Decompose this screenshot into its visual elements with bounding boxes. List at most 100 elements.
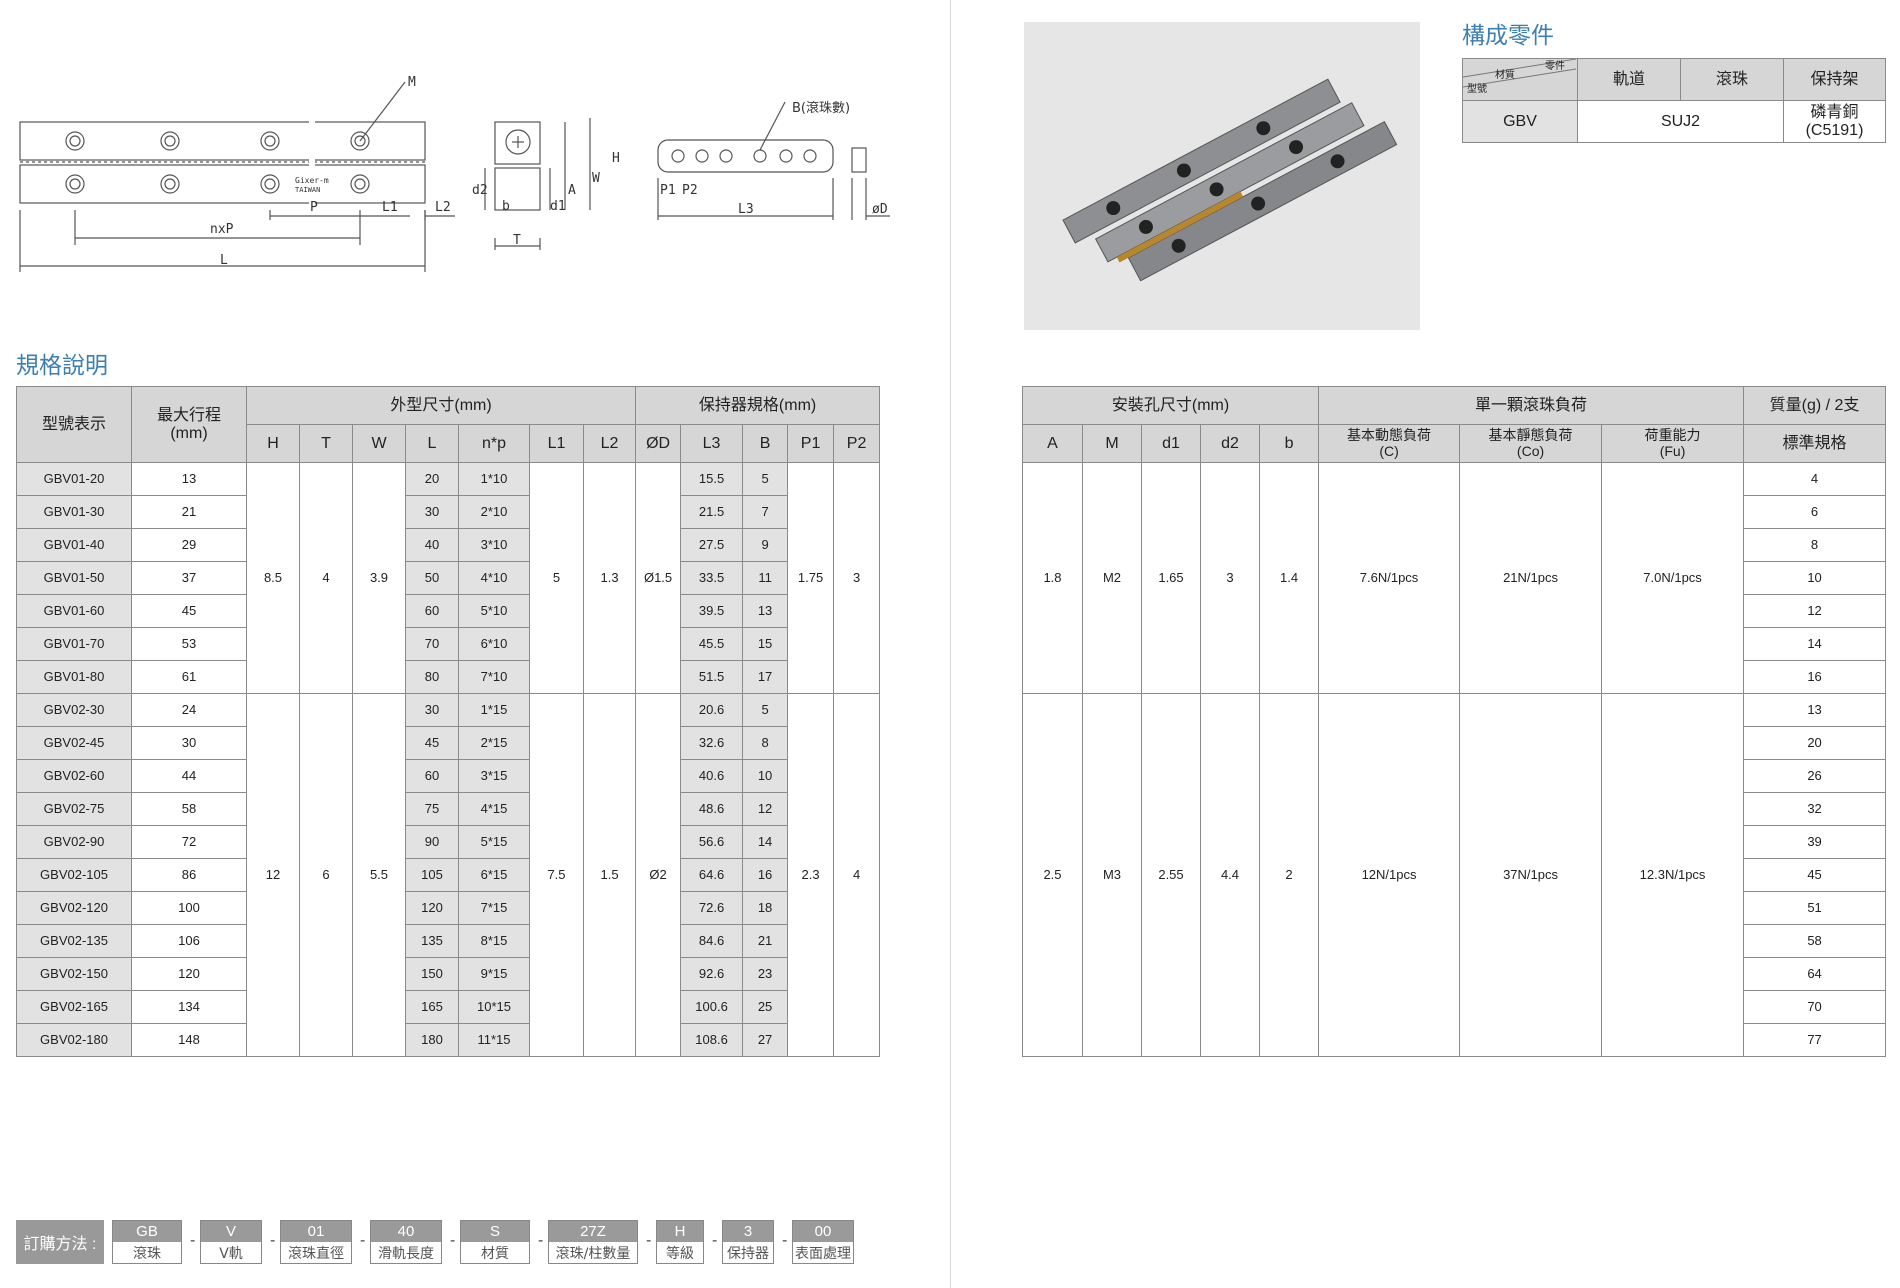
- order-method-label: 訂購方法 :: [16, 1220, 104, 1264]
- ball-count-cell: 10: [742, 759, 789, 793]
- mass-cell: 10: [1743, 561, 1887, 595]
- header-col-d2-mount: d2: [1200, 424, 1260, 463]
- mass-cell: 6: [1743, 495, 1887, 529]
- np-cell: 7*15: [458, 891, 530, 925]
- header-col-l1: L1: [529, 424, 584, 463]
- model-cell: GBV01-40: [16, 528, 132, 562]
- rail-illustration: [1062, 78, 1398, 282]
- t-cell: 4: [299, 462, 353, 694]
- length-cell: 45: [405, 726, 459, 760]
- stroke-cell: 148: [131, 1023, 247, 1057]
- l3-cell: 51.5: [680, 660, 744, 694]
- length-cell: 180: [405, 1023, 459, 1057]
- parts-table: 零件 材質 型號 軌道 滾珠 保持架 GBV SUJ2 磷青銅 (C5191): [1462, 58, 1886, 143]
- model-cell: GBV01-60: [16, 594, 132, 628]
- p1-cell: 2.3: [787, 693, 835, 1057]
- np-cell: 5*15: [458, 825, 530, 859]
- t-cell: 6: [299, 693, 353, 1057]
- model-cell: GBV02-90: [16, 825, 132, 859]
- length-cell: 105: [405, 858, 459, 892]
- mass-cell: 39: [1743, 825, 1887, 859]
- model-cell: GBV01-70: [16, 627, 132, 661]
- np-cell: 6*15: [458, 858, 530, 892]
- ball-count-cell: 18: [742, 891, 789, 925]
- np-cell: 2*15: [458, 726, 530, 760]
- order-separator: -: [712, 1232, 718, 1249]
- length-cell: 50: [405, 561, 459, 595]
- order-name: 保持器: [723, 1242, 773, 1263]
- order-separator: -: [538, 1232, 544, 1249]
- model-cell: GBV02-45: [16, 726, 132, 760]
- l3-cell: 39.5: [680, 594, 744, 628]
- stroke-cell: 72: [131, 825, 247, 859]
- label-a: A: [568, 183, 576, 198]
- brand-country: TAIWAN: [295, 186, 320, 194]
- model-cell: GBV01-80: [16, 660, 132, 694]
- order-separator: -: [782, 1232, 788, 1249]
- order-separator: -: [190, 1232, 196, 1249]
- load-d2-cell: 4.4: [1200, 693, 1260, 1057]
- label-p2: P2: [682, 183, 698, 198]
- parts-model: GBV: [1462, 100, 1578, 143]
- label-l2: L2: [435, 200, 451, 215]
- load-row: 39: [1023, 825, 1887, 859]
- l3-cell: 27.5: [680, 528, 744, 562]
- order-code: S: [461, 1221, 529, 1242]
- load-c-cell: 12N/1pcs: [1318, 693, 1461, 1057]
- model-cell: GBV02-135: [16, 924, 132, 958]
- header-col-b-mount: b: [1258, 424, 1320, 463]
- load-a-cell: 1.8: [1022, 462, 1083, 694]
- header-col-l: L: [405, 424, 459, 463]
- header-mass: 質量(g) / 2支: [1743, 386, 1887, 425]
- load-row: 10: [1023, 561, 1887, 595]
- l1-cell: 7.5: [529, 693, 584, 1057]
- label-l: L: [220, 253, 228, 268]
- order-separator: -: [270, 1232, 276, 1249]
- ball-count-cell: 16: [742, 858, 789, 892]
- np-cell: 3*10: [458, 528, 530, 562]
- stroke-cell: 58: [131, 792, 247, 826]
- label-w: W: [592, 171, 600, 186]
- stroke-cell: 45: [131, 594, 247, 628]
- load-d1-cell: 1.65: [1141, 462, 1201, 694]
- parts-header-ball: 滾珠: [1680, 58, 1784, 101]
- np-cell: 2*10: [458, 495, 530, 529]
- mass-cell: 20: [1743, 726, 1887, 760]
- model-cell: GBV02-120: [16, 891, 132, 925]
- length-cell: 165: [405, 990, 459, 1024]
- order-code: GB: [113, 1221, 181, 1242]
- l1-cell: 5: [529, 462, 584, 694]
- label-p: P: [310, 200, 318, 215]
- load-b-cell: 1.4: [1258, 462, 1320, 694]
- mass-cell: 4: [1743, 462, 1887, 496]
- l3-cell: 100.6: [680, 990, 744, 1024]
- header-col-h: H: [246, 424, 300, 463]
- ball-count-cell: 25: [742, 990, 789, 1024]
- model-cell: GBV02-30: [16, 693, 132, 727]
- model-cell: GBV02-60: [16, 759, 132, 793]
- stroke-cell: 24: [131, 693, 247, 727]
- model-cell: GBV01-30: [16, 495, 132, 529]
- np-cell: 1*15: [458, 693, 530, 727]
- ball-count-cell: 15: [742, 627, 789, 661]
- stroke-cell: 120: [131, 957, 247, 991]
- ball-count-cell: 7: [742, 495, 789, 529]
- mass-cell: 45: [1743, 858, 1887, 892]
- w-cell: 5.5: [352, 693, 406, 1057]
- header-col-d1-mount: d1: [1141, 424, 1201, 463]
- h-cell: 12: [246, 693, 300, 1057]
- header-col-a-mount: A: [1022, 424, 1083, 463]
- l3-cell: 32.6: [680, 726, 744, 760]
- length-cell: 30: [405, 693, 459, 727]
- label-d2: d2: [472, 183, 488, 198]
- model-cell: GBV01-20: [16, 462, 132, 496]
